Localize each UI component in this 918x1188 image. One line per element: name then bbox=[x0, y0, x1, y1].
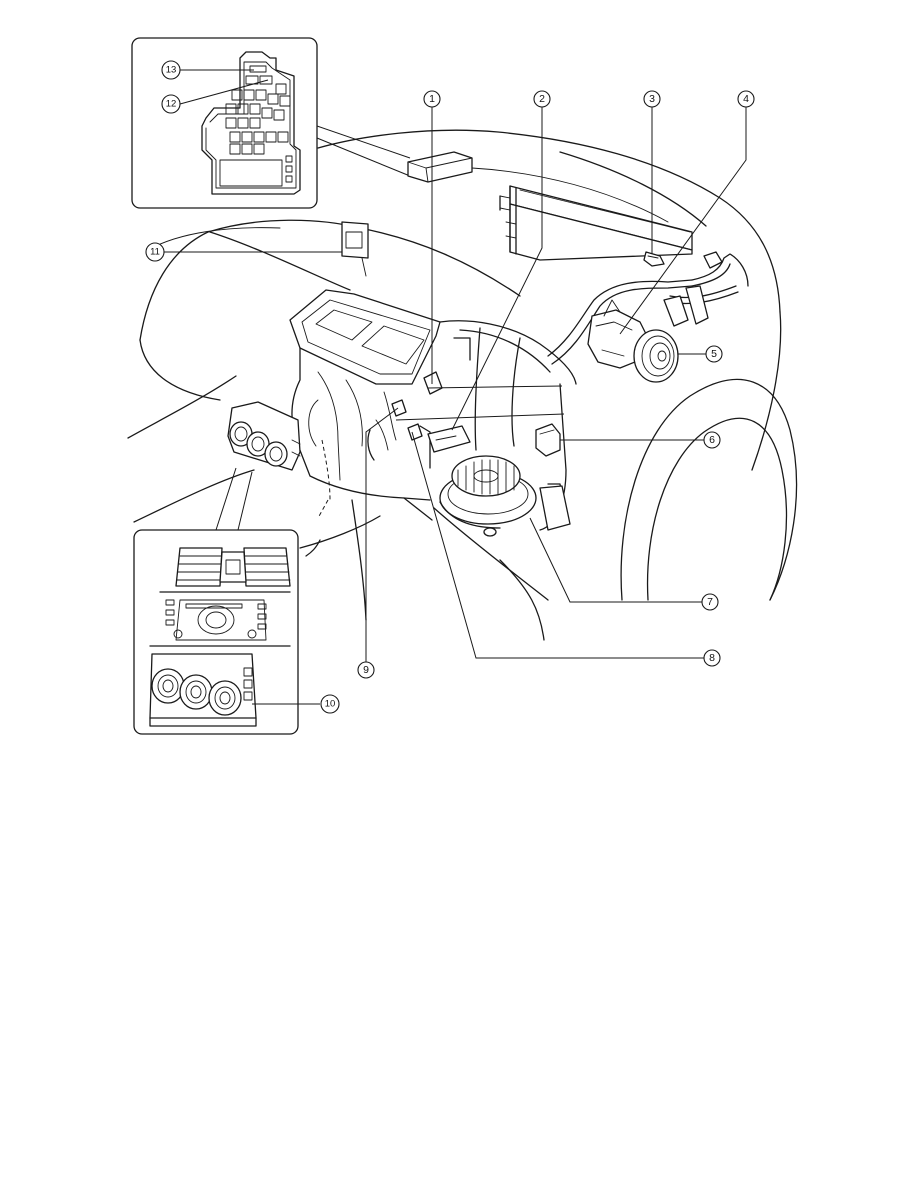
callout-5: 5 bbox=[705, 345, 723, 363]
callout-label: 4 bbox=[743, 93, 749, 105]
climate-control-unit bbox=[227, 401, 301, 471]
callout-7: 7 bbox=[701, 593, 719, 611]
callout-11: 11 bbox=[145, 242, 165, 262]
inset-projection-line bbox=[215, 467, 237, 531]
callout-label: 9 bbox=[363, 664, 369, 676]
callout-6: 6 bbox=[703, 431, 721, 449]
callout-label: 11 bbox=[150, 247, 160, 258]
hidden-line bbox=[321, 439, 331, 501]
hvac-unit bbox=[279, 289, 577, 537]
hidden-line bbox=[317, 499, 329, 519]
callout-8: 8 bbox=[703, 649, 721, 667]
inset-projection-line bbox=[237, 471, 253, 531]
callout-label: 8 bbox=[709, 652, 715, 664]
refrigerant-pressure-sensor bbox=[643, 251, 665, 267]
callout-13: 13 bbox=[161, 60, 181, 80]
callout-label: 12 bbox=[166, 99, 177, 110]
callout-4: 4 bbox=[737, 90, 755, 108]
callout-label: 2 bbox=[539, 93, 545, 105]
fuse-box-inset bbox=[131, 37, 411, 209]
callout-label: 7 bbox=[707, 596, 713, 608]
callout-label: 10 bbox=[325, 699, 336, 710]
fuse-grid bbox=[219, 65, 293, 187]
callout-2: 2 bbox=[533, 90, 551, 108]
callout-label: 6 bbox=[709, 434, 715, 446]
ac-compressor bbox=[587, 299, 679, 383]
fuse-box-on-vehicle bbox=[407, 151, 473, 183]
control-module-11 bbox=[341, 221, 369, 277]
callout-3: 3 bbox=[643, 90, 661, 108]
callout-9: 9 bbox=[357, 661, 375, 679]
callout-1: 1 bbox=[423, 90, 441, 108]
climate-control-inset bbox=[133, 529, 299, 735]
callout-label: 3 bbox=[649, 93, 655, 105]
condenser bbox=[499, 185, 693, 261]
callout-label: 5 bbox=[711, 348, 717, 360]
vehicle-body bbox=[127, 129, 798, 641]
callout-label: 1 bbox=[429, 93, 435, 105]
callout-12: 12 bbox=[161, 94, 181, 114]
callout-label: 13 bbox=[166, 65, 177, 76]
leader-lines bbox=[164, 107, 747, 705]
refrigerant-lines bbox=[547, 251, 749, 365]
callout-10: 10 bbox=[320, 694, 340, 714]
